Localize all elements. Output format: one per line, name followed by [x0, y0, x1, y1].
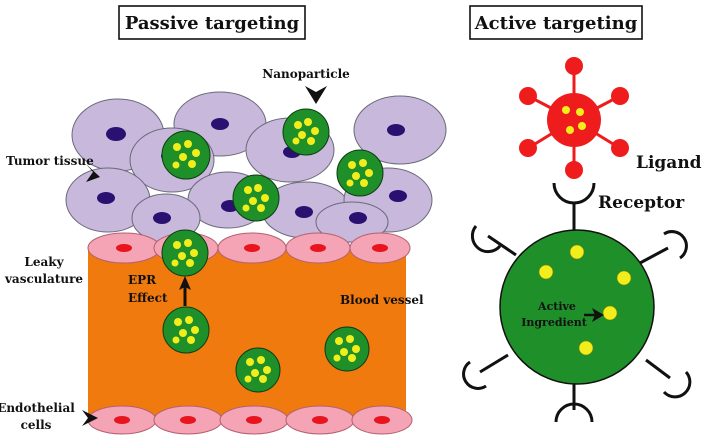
surface-receptor	[554, 382, 594, 423]
passive-title: Passive targeting	[125, 13, 300, 34]
ligand-label: Ligand	[636, 153, 702, 173]
nanoparticle	[161, 130, 211, 180]
passive-targeting-panel: Passive targeting	[0, 5, 447, 435]
surface-receptor	[470, 225, 517, 257]
nanoparticle	[336, 149, 384, 197]
endothelial-cells-label-line2: cells	[21, 418, 52, 432]
leaky-vasculature-label-line1: Leaky	[24, 255, 64, 269]
active-title: Active targeting	[474, 13, 638, 34]
endothelial-cell	[153, 405, 223, 435]
nanoparticle	[162, 306, 210, 354]
active-targeting-panel: Active targeting	[462, 5, 702, 423]
nanoparticle	[161, 229, 209, 277]
endothelial-cell	[349, 232, 411, 264]
epr-arrow	[179, 276, 191, 306]
epr-label-line1: EPR	[128, 273, 157, 287]
endothelial-pointer-icon	[82, 410, 98, 426]
tumor-tissue-label: Tumor tissue	[6, 154, 94, 168]
carrier-particle	[499, 229, 655, 385]
nanoparticles	[161, 108, 384, 393]
passive-title-box: Passive targeting	[118, 5, 306, 40]
nanoparticle	[232, 174, 280, 222]
nanoparticle-pointer-icon	[305, 86, 327, 104]
epr-label-line2: Effect	[128, 291, 168, 305]
endothelial-cell	[87, 232, 161, 264]
endothelial-row-top	[87, 232, 411, 264]
receptor-label: Receptor	[598, 193, 685, 213]
tumor-cell	[353, 95, 447, 165]
nanoparticle	[282, 108, 330, 156]
surface-receptors	[462, 225, 692, 423]
endothelial-cell	[351, 405, 413, 435]
ligand	[519, 57, 629, 179]
endothelial-cell	[219, 405, 289, 435]
receptor	[552, 182, 596, 205]
surface-receptor	[462, 353, 509, 390]
nanoparticle-label: Nanoparticle	[262, 67, 350, 81]
surface-receptor	[645, 358, 692, 399]
endothelial-cell	[217, 232, 287, 264]
endothelial-cell	[285, 405, 355, 435]
active-ingredient-label-line1: Active	[537, 300, 576, 313]
tumor-cell	[315, 201, 389, 243]
surface-receptor	[639, 230, 688, 265]
tumor-tissue-pointer-icon	[86, 164, 100, 182]
active-title-box: Active targeting	[469, 5, 643, 40]
leaky-vasculature-label-line2: vasculature	[4, 272, 83, 286]
endothelial-cell	[285, 232, 351, 264]
nanoparticle	[235, 347, 281, 393]
endothelial-cells-label-line1: Endothelial	[0, 401, 75, 415]
active-ingredient-label-line2: Ingredient	[521, 316, 587, 329]
active-ingredient-arrow	[584, 308, 604, 322]
blood-vessel-label: Blood vessel	[340, 293, 424, 307]
endothelial-cell	[87, 405, 157, 435]
nanoparticle	[324, 326, 370, 372]
endothelial-row-bottom	[87, 405, 413, 435]
tumor-cell	[65, 167, 151, 233]
